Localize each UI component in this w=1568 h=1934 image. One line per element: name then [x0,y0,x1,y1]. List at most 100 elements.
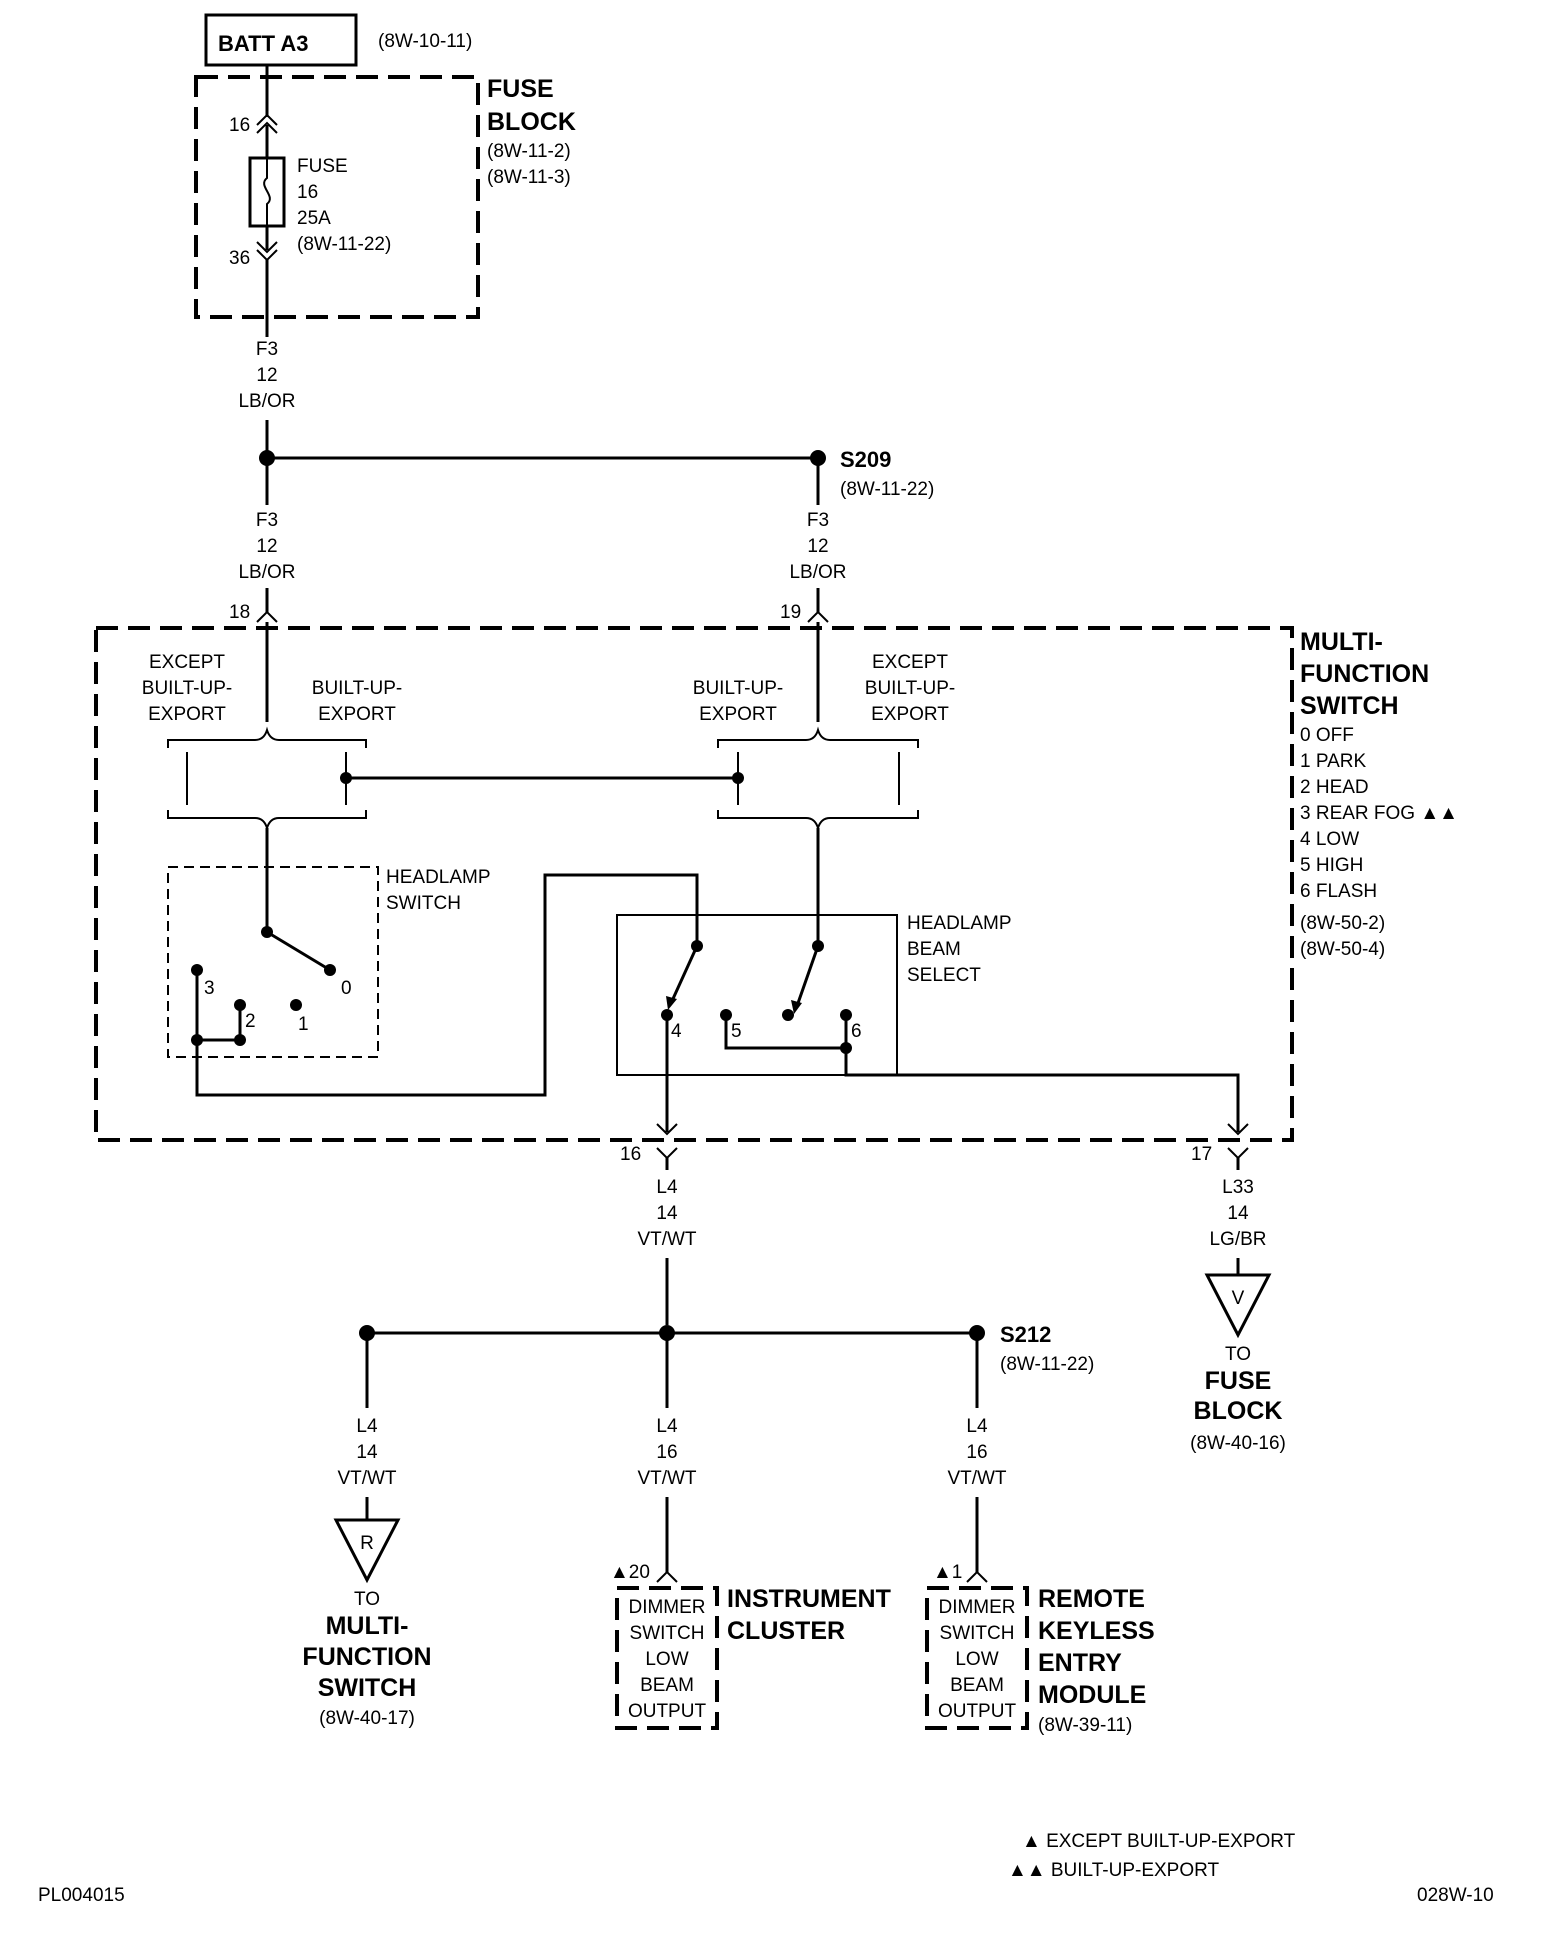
mfs-pos-5: 5 HIGH [1300,855,1363,876]
fuse-block-title-2: BLOCK [487,108,576,136]
cluster-title-2: CLUSTER [727,1617,845,1645]
headlamp-switch: HEADLAMP SWITCH 0 1 2 3 [167,866,491,1058]
rke-box-3: LOW [955,1649,998,1670]
wire-l33-color: LG/BR [1209,1229,1266,1250]
connector-v-to: TO [1225,1344,1251,1365]
right-variant-selector [717,622,919,950]
s209-label: S209 [840,447,891,472]
s212-label: S212 [1000,1322,1051,1347]
connector-r-dest-1: MULTI- [326,1612,409,1640]
connector-r-letter: R [360,1533,374,1554]
mfs-pin-19: 19 [780,602,801,623]
wire-l4-main-color: VT/WT [637,1229,696,1250]
fuse-16 [248,156,286,228]
wire-l4-right-gauge: 16 [966,1442,987,1463]
mfs-pos-2: 2 HEAD [1300,777,1369,798]
left-except-2: BUILT-UP- [142,678,232,699]
mfs-pin-16: 16 [620,1144,641,1165]
fuse-block-title-1: FUSE [487,75,554,103]
headlamp-contact-3: 3 [204,978,215,999]
headlamp-switch-label-2: SWITCH [386,893,461,914]
left-except-3: EXPORT [148,704,226,725]
headlamp-beam-select: HEADLAMP BEAM SELECT 4 5 6 [616,913,1012,1076]
wire-f3-right-gauge: 12 [807,536,828,557]
fuse-block: FUSE BLOCK (8W-11-2) (8W-11-3) [194,75,576,319]
wire-l4-right-circuit: L4 [966,1416,988,1437]
wire-l4-right-color: VT/WT [947,1468,1006,1489]
connector-pin-18 [256,610,278,623]
cluster-box-5: OUTPUT [628,1701,707,1722]
wire-l4-left-color: VT/WT [337,1468,396,1489]
beam-select-label-3: SELECT [907,965,981,986]
cluster-box-2: SWITCH [630,1623,705,1644]
cluster-box-1: DIMMER [628,1597,705,1618]
left-bu-2: EXPORT [318,704,396,725]
headlamp-switch-label-1: HEADLAMP [386,867,491,888]
batt-label: BATT A3 [218,31,308,56]
wire-l4-main-circuit: L4 [656,1177,678,1198]
headlamp-contact-2: 2 [245,1011,256,1032]
mfs-pos-1: 1 PARK [1300,751,1367,772]
beam-select-label-1: HEADLAMP [907,913,1012,934]
wire-l4-mid-gauge: 16 [656,1442,677,1463]
instrument-cluster: ▲20 DIMMER SWITCH LOW BEAM OUTPUT INSTRU… [610,1562,891,1730]
wire-f3-top-gauge: 12 [256,365,277,386]
batt-ref: (8W-10-11) [378,31,472,52]
connector-r: R TO MULTI- FUNCTION SWITCH (8W-40-17) [302,1518,432,1729]
headlamp-contact-1: 1 [298,1014,309,1035]
connector-v-letter: V [1232,1288,1245,1309]
legend-single: ▲ EXCEPT BUILT-UP-EXPORT [1022,1831,1296,1852]
connector-r-dest-2: FUNCTION [302,1643,431,1671]
connector-r-ref: (8W-40-17) [319,1708,415,1729]
fuse-label-4: (8W-11-22) [297,234,391,255]
rke-box-1: DIMMER [938,1597,1015,1618]
right-except-1: EXCEPT [872,652,948,673]
wire-f3-top-circuit: F3 [256,339,278,360]
legend-double: ▲▲ BUILT-UP-EXPORT [1008,1860,1220,1881]
connector-r-dest-3: SWITCH [318,1674,417,1702]
fuse-label-3: 25A [297,208,331,229]
rke-box-2: SWITCH [940,1623,1015,1644]
fuse-pin-in: 16 [229,115,250,136]
mfs-ref-1: (8W-50-2) [1300,913,1385,934]
multi-function-switch: MULTI- FUNCTION SWITCH 0 OFF 1 PARK 2 HE… [94,626,1458,1142]
wire-f3-right-circuit: F3 [807,510,829,531]
mfs-pos-4: 4 LOW [1300,829,1359,850]
wire-headlamp-to-beam [195,873,699,1097]
batt-a3-terminal: BATT A3 (8W-10-11) [204,13,472,67]
mfs-pos-6: 6 FLASH [1300,881,1377,902]
wire-f3-right-color: LB/OR [789,562,846,583]
beam-contact-5: 5 [731,1021,742,1042]
fuse-pin-out: 36 [229,248,250,269]
right-except-3: EXPORT [871,704,949,725]
beam-contact-6: 6 [851,1021,862,1042]
connector-v-dest-2: BLOCK [1194,1397,1283,1425]
wire-f3-left-color: LB/OR [238,562,295,583]
wire-l4-left-gauge: 14 [356,1442,378,1463]
s209-ref: (8W-11-22) [840,479,934,500]
wire-f3-left-circuit: F3 [256,510,278,531]
mfs-pos-3: 3 REAR FOG ▲▲ [1300,803,1458,824]
mfs-title-1: MULTI- [1300,628,1383,656]
connector-v-ref: (8W-40-16) [1190,1433,1286,1454]
right-bu-2: EXPORT [699,704,777,725]
footer-right: 028W-10 [1417,1885,1494,1906]
right-except-2: BUILT-UP- [865,678,955,699]
left-bu-1: BUILT-UP- [312,678,402,699]
right-bu-1: BUILT-UP- [693,678,783,699]
connector-v: V TO FUSE BLOCK (8W-40-16) [1190,1273,1286,1454]
rke-pin: ▲1 [933,1562,962,1583]
wire-f3-left-gauge: 12 [256,536,277,557]
rke-ref: (8W-39-11) [1038,1715,1132,1736]
rke-title-1: REMOTE [1038,1585,1145,1613]
left-except-1: EXCEPT [149,652,225,673]
mfs-pos-0: 0 OFF [1300,725,1354,746]
fuse-label-1: FUSE [297,156,348,177]
connector-r-to: TO [354,1589,380,1610]
fuse-block-ref-1: (8W-11-2) [487,141,571,162]
beam-contact-4: 4 [671,1021,682,1042]
beam-select-label-2: BEAM [907,939,961,960]
mfs-title-3: SWITCH [1300,692,1399,720]
connector-pin-19 [807,610,829,623]
